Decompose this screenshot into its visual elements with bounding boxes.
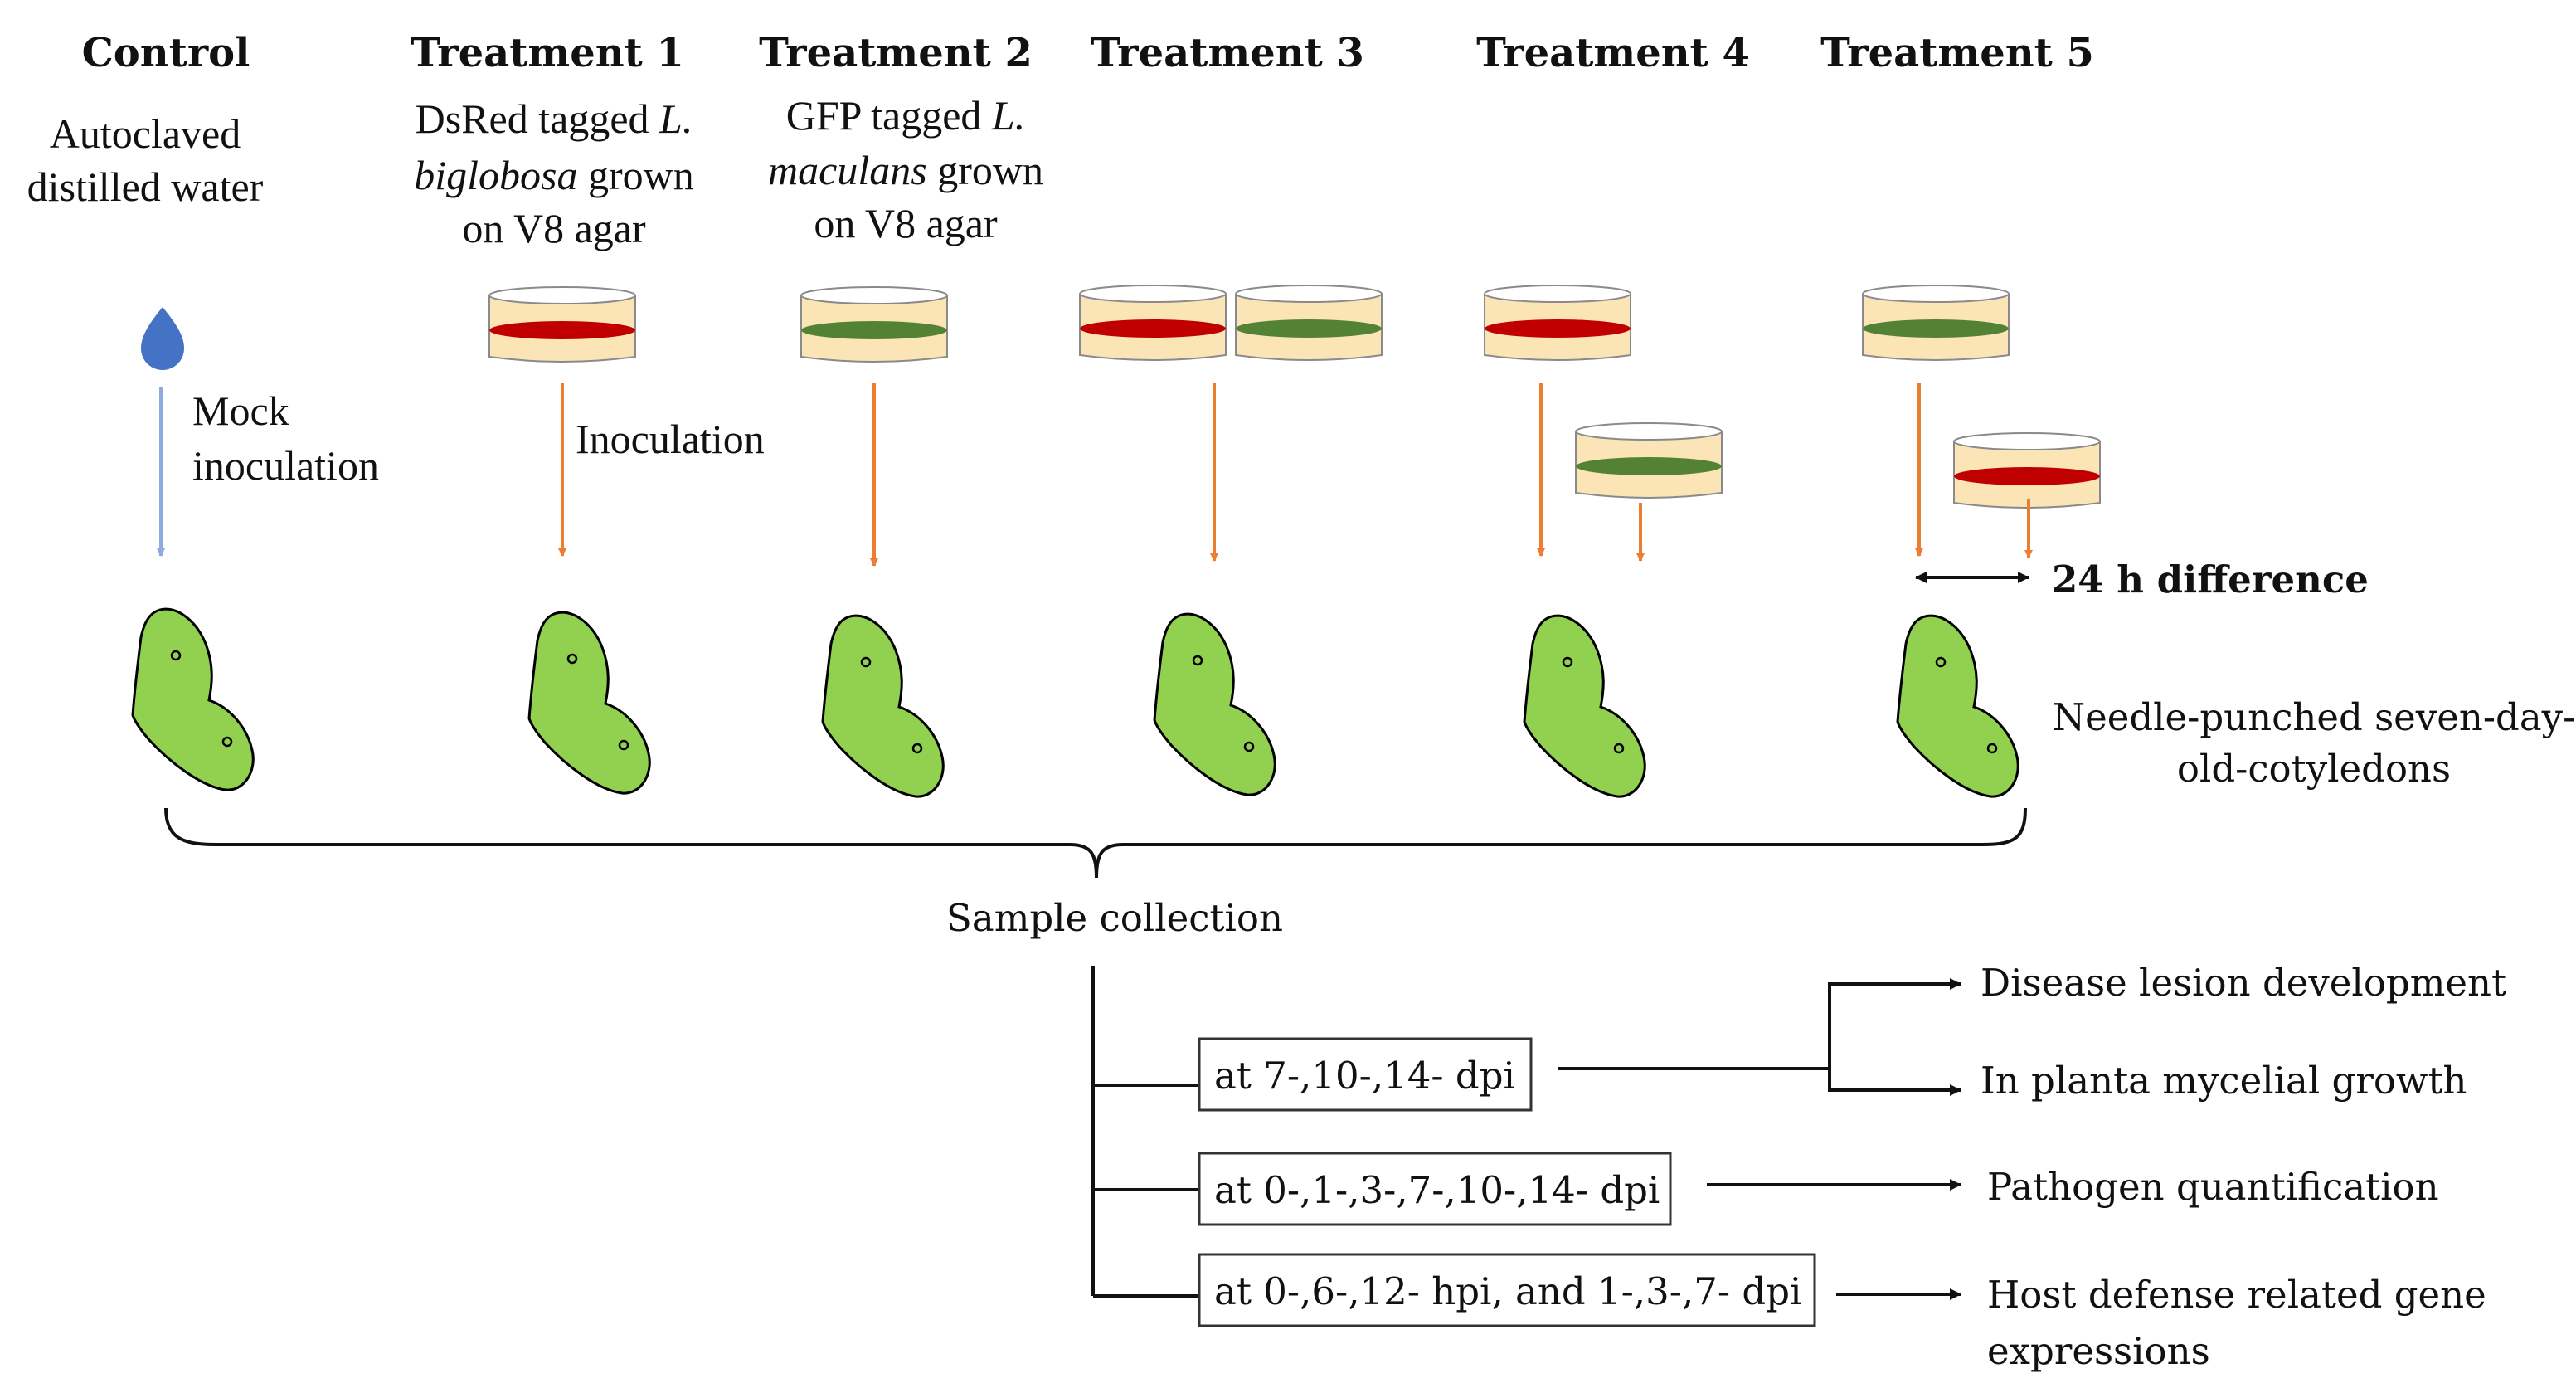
mock-label-line1: Mock [192,387,289,434]
sample-collection-label: Sample collection [946,896,1283,940]
cotyledon-t2 [821,614,945,798]
outcome-host-line2: expressions [1987,1329,2210,1373]
t2-desc-line3: on V8 agar [814,200,998,246]
cotyledon-t5 [1896,614,2019,798]
t1-desc-line2: biglobosa grown [414,152,694,198]
header-treatment-4: Treatment 4 [1476,30,1750,76]
grouping-brace [164,807,2027,879]
control-desc-line2: distilled water [27,163,264,210]
cotyledon-t3 [1153,612,1276,796]
cotyledon-control [131,607,255,791]
mock-label-line2: inoculation [192,442,379,489]
t2-desc-line2: maculans grown [768,147,1043,193]
petri-dish-green-t2 [800,286,948,363]
petri-dish-green-t5 [1862,285,2010,361]
treatment-1-description: DsRed tagged L. biglobosa grown on V8 ag… [414,95,694,251]
petri-dish-red-t4 [1484,285,1631,361]
header-treatment-3: Treatment 3 [1091,30,1364,76]
t1-desc-line1: DsRed tagged L. [416,95,693,142]
control-description: Autoclaved distilled water [27,110,264,210]
outcome-lesion: Disease lesion development [1981,961,2506,1005]
t2-desc-line1: GFP tagged L. [786,92,1025,139]
cotyledon-label-line2: old-cotyledons [2177,747,2451,791]
outcome-pathogen: Pathogen quantification [1987,1165,2439,1209]
timepoint-label-1: at 7-,10-,14- dpi [1214,1054,1515,1098]
timepoint-label-2: at 0-,1-,3-,7-,10-,14- dpi [1214,1168,1660,1212]
cotyledon-t4 [1523,614,1646,798]
header-control: Control [82,30,250,76]
timepoint-label-3: at 0-,6-,12- hpi, and 1-,3-,7- dpi [1214,1269,1801,1313]
petri-dish-green-t4-delayed [1575,422,1723,499]
arrow-to-mycelial [1828,1069,1961,1096]
t1-desc-line3: on V8 agar [462,205,646,251]
outcome-host-line1: Host defense related gene [1987,1273,2486,1317]
cotyledon-label-line1: Needle-punched seven-day- [2053,695,2576,739]
petri-dish-green-t3 [1235,285,1383,361]
timepoint-box-1: at 7-,10-,14- dpi [1198,1037,1533,1112]
outcome-mycelial: In planta mycelial growth [1981,1059,2467,1103]
petri-dish-red-t3 [1079,285,1227,361]
time-difference-label: 24 h difference [2052,558,2369,601]
header-treatment-1: Treatment 1 [411,30,684,76]
petri-dish-red-t5-delayed [1953,432,2101,509]
header-treatment-2: Treatment 2 [759,30,1033,76]
treatment-2-description: GFP tagged L. maculans grown on V8 agar [768,92,1043,246]
cotyledon-t1 [527,611,651,795]
timepoint-box-2: at 0-,1-,3-,7-,10-,14- dpi [1198,1152,1672,1226]
control-desc-line1: Autoclaved [50,110,241,157]
arrow-to-lesion [1558,978,1961,1070]
petri-dish-red-t1 [488,286,636,363]
timepoint-box-3: at 0-,6-,12- hpi, and 1-,3-,7- dpi [1198,1253,1816,1327]
water-drop-icon [141,307,184,370]
inoculation-label: Inoculation [576,416,765,462]
header-treatment-5: Treatment 5 [1820,30,2094,76]
